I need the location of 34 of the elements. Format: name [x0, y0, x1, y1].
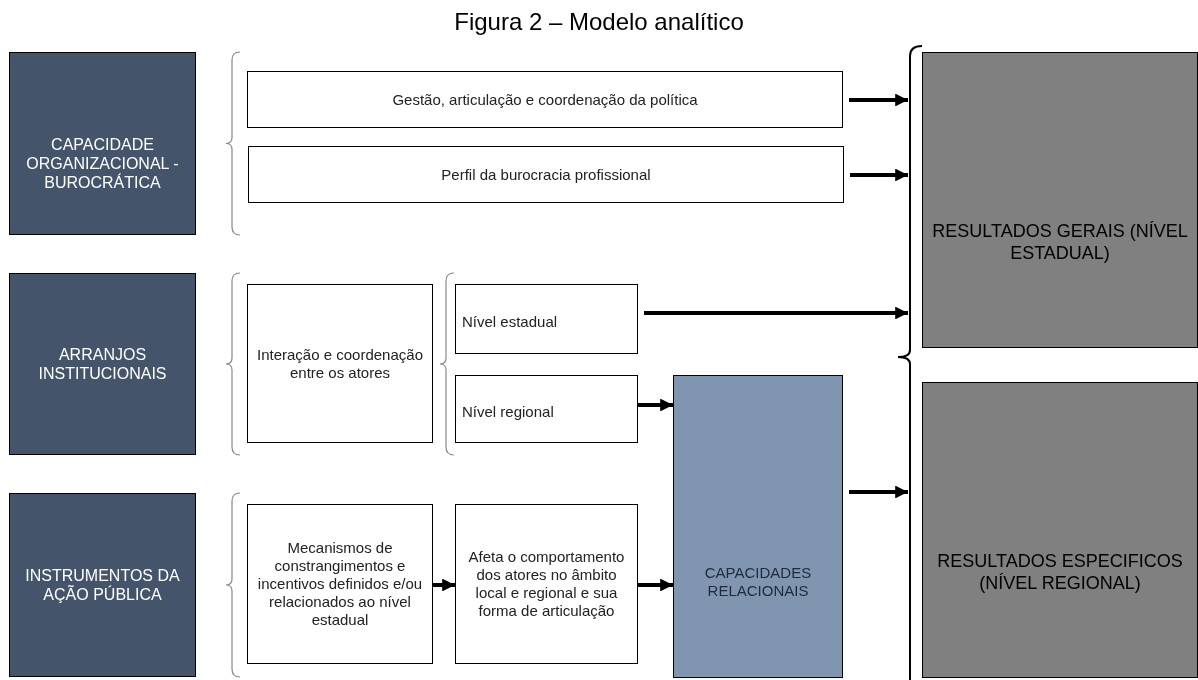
box-text: CAPACIDADES RELACIONAIS — [703, 563, 813, 600]
arrow — [849, 485, 908, 499]
process-box — [455, 504, 638, 664]
box-text: Interação e coordenação entre os atores — [256, 345, 424, 382]
box-text: INSTRUMENTOS DA AÇÃO PÚBLICA — [24, 565, 181, 605]
arrow — [638, 398, 673, 412]
box-text: Nível regional — [462, 403, 554, 421]
box-text: RESULTADOS GERAIS (NÍVEL ESTADUAL) — [931, 220, 1189, 265]
process-box — [455, 284, 638, 354]
category-box — [9, 493, 196, 677]
box-text: Perfil da burocracia profissional — [441, 165, 651, 184]
box-text: Afeta o comportamento dos atores no âmbito local e regional e sua forma de articulação — [467, 548, 626, 620]
capacity-box — [673, 375, 843, 678]
result-box — [922, 52, 1198, 348]
arrow — [644, 306, 908, 320]
process-box — [247, 71, 843, 128]
process-box — [248, 146, 844, 203]
arrow — [849, 93, 908, 107]
box-text: Nível estadual — [462, 313, 558, 331]
arrow — [433, 578, 455, 592]
box-text: Mecanismos de constrangimentos e incentivos definidos e/ou relacionados ao nível estadual — [256, 539, 424, 629]
arrow — [638, 578, 673, 592]
arrow — [850, 168, 908, 182]
box-text: Gestão, articulação e coordenação da política — [392, 90, 698, 109]
process-box — [455, 375, 638, 443]
figure-title: Figura 2 – Modelo analítico — [454, 8, 744, 36]
process-box — [247, 504, 433, 664]
box-text: ARRANJOS INSTITUCIONAIS — [37, 344, 168, 384]
process-box — [247, 284, 433, 443]
result-box — [922, 382, 1198, 678]
category-box — [9, 273, 196, 455]
box-text: CAPACIDADE ORGANIZACIONAL -BUROCRÁTICA — [25, 134, 180, 193]
box-text: RESULTADOS ESPECIFICOS (NÍVEL REGIONAL) — [936, 550, 1184, 595]
category-box — [9, 52, 196, 235]
